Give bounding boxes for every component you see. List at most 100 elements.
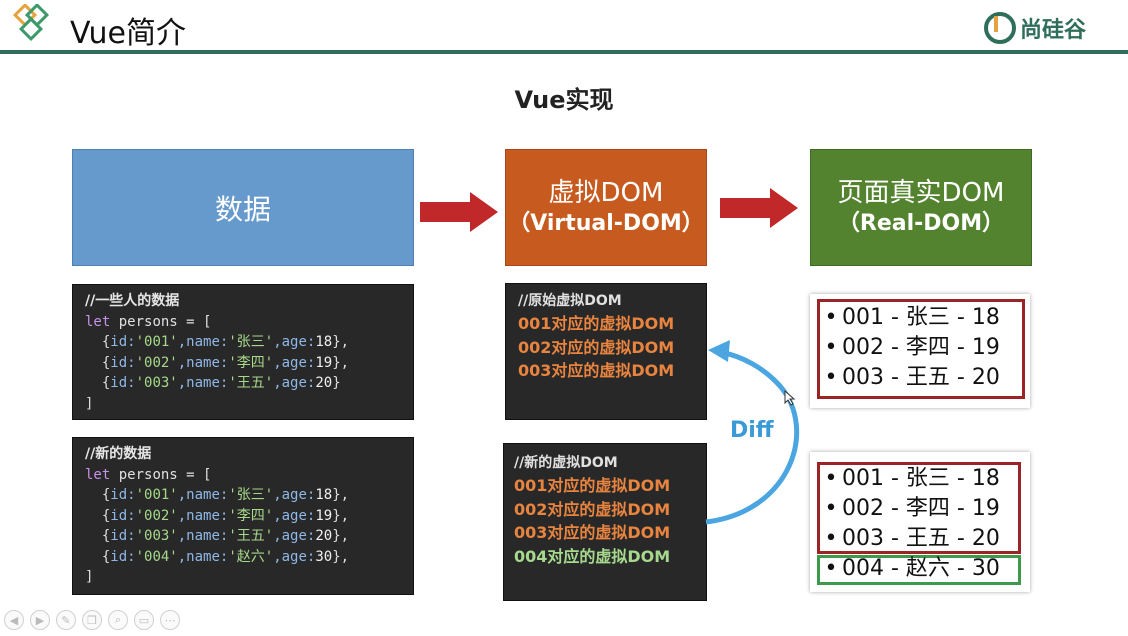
code-string: '李四' — [228, 507, 274, 524]
more-icon[interactable]: ⋯ — [160, 610, 180, 630]
code-number: 18 — [315, 334, 333, 350]
code-brace: }, — [332, 548, 350, 565]
code-variable: persons — [118, 466, 178, 483]
code-string: '003' — [135, 375, 178, 391]
list-item: •003 - 王五 - 20 — [820, 363, 1000, 393]
code-comment: //新的数据 — [85, 446, 152, 462]
code-key: ,age: — [273, 375, 316, 391]
code-key: id: — [110, 487, 136, 503]
original-list-frame — [817, 299, 1025, 399]
code-comment: //一些人的数据 — [85, 293, 180, 309]
vdom-item: 001对应的虚拟DOM — [514, 476, 671, 495]
code-brace: { — [101, 548, 111, 565]
diff-arrow-icon — [705, 340, 800, 525]
virtual-dom-original-block: //原始虚拟DOM 001对应的虚拟DOM 002对应的虚拟DOM 003对应的… — [505, 283, 707, 420]
code-string: '王五' — [228, 375, 274, 391]
code-operator: = [ — [177, 313, 212, 330]
diff-label: Diff — [730, 418, 774, 443]
vdom-item: 002对应的虚拟DOM — [514, 499, 671, 519]
code-number: 19 — [315, 507, 333, 524]
code-brace: { — [101, 507, 111, 524]
bullet: • — [824, 526, 838, 551]
cursor-icon — [784, 390, 796, 406]
virtual-dom-new-block: //新的虚拟DOM 001对应的虚拟DOM 002对应的虚拟DOM 003对应的… — [503, 443, 707, 601]
bullet: • — [824, 305, 838, 330]
arrow-right-icon — [720, 188, 798, 228]
code-brace: }, — [332, 334, 350, 350]
next-icon[interactable]: ▶ — [30, 610, 50, 630]
code-key: id: — [110, 507, 136, 524]
code-string: '赵六' — [228, 548, 274, 565]
bullet: • — [824, 365, 838, 390]
zoom-icon[interactable]: ⌕ — [108, 610, 128, 630]
data-box: 数据 — [72, 149, 414, 266]
vdom-item-new: 004对应的虚拟DOM — [514, 546, 671, 566]
virtual-dom-title: 虚拟DOM — [548, 177, 664, 208]
vdom-item: 003对应的虚拟DOM — [518, 361, 675, 380]
bullet: • — [824, 466, 838, 491]
list-item-text: 003 - 王五 - 20 — [842, 365, 1000, 390]
code-brace: { — [101, 334, 111, 350]
section-title: Vue实现 — [514, 86, 614, 114]
real-dom-panel-updated: •001 - 张三 - 18 •002 - 李四 - 19 •003 - 王五 … — [810, 452, 1030, 592]
code-brace: } — [332, 375, 341, 391]
code-string: '张三' — [228, 487, 274, 503]
code-brace: }, — [332, 528, 350, 544]
list-item: •003 - 王五 - 20 — [820, 524, 1000, 554]
code-keyword: let — [85, 313, 111, 330]
code-number: 30 — [315, 548, 333, 565]
code-string: '003' — [135, 528, 178, 544]
code-string: '王五' — [228, 528, 274, 544]
code-close: ] — [85, 395, 94, 412]
code-operator: = [ — [177, 466, 212, 483]
vdom-comment: //原始虚拟DOM — [518, 293, 622, 309]
code-key: ,name: — [177, 507, 229, 524]
code-key: ,name: — [177, 528, 229, 544]
added-item-frame — [817, 555, 1021, 585]
code-brace: }, — [332, 487, 350, 503]
code-brace: { — [101, 375, 111, 391]
reused-list-frame — [817, 462, 1021, 554]
brand-name: 尚硅谷 — [1020, 18, 1087, 43]
code-string: '002' — [135, 354, 178, 371]
bullet: • — [824, 556, 838, 581]
code-brace: }, — [332, 507, 350, 524]
code-key: id: — [110, 528, 136, 544]
code-key: ,age: — [273, 528, 316, 544]
code-key: id: — [110, 548, 136, 565]
code-string: '001' — [135, 487, 178, 503]
vdom-item: 002对应的虚拟DOM — [518, 337, 675, 357]
presentation-toolbar: ◀ ▶ ✎ ❐ ⌕ ▭ ⋯ — [4, 610, 180, 632]
real-dom-title: 页面真实DOM — [837, 177, 1005, 208]
virtual-dom-subtitle: （Virtual-DOM） — [508, 210, 704, 236]
vdom-item: 001对应的虚拟DOM — [518, 314, 675, 333]
pen-icon[interactable]: ✎ — [56, 610, 76, 630]
list-item: •002 - 李四 - 19 — [820, 333, 1000, 363]
code-key: ,age: — [273, 507, 316, 524]
real-dom-panel-original: •001 - 张三 - 18 •002 - 李四 - 19 •003 - 王五 … — [810, 294, 1030, 408]
code-brace: { — [101, 354, 111, 371]
code-number: 20 — [315, 375, 333, 391]
code-string: '李四' — [228, 354, 274, 371]
page-title: Vue简介 — [70, 16, 186, 51]
bullet: • — [824, 335, 838, 360]
code-key: id: — [110, 375, 136, 391]
copy-icon[interactable]: ❐ — [82, 610, 102, 630]
code-number: 20 — [315, 528, 333, 544]
code-key: ,name: — [177, 354, 229, 371]
code-number: 19 — [315, 354, 333, 371]
list-item-text: 001 - 张三 - 18 — [842, 305, 1000, 330]
brand-logo-icon — [984, 12, 1016, 44]
code-brace: }, — [332, 354, 350, 371]
prev-icon[interactable]: ◀ — [4, 610, 24, 630]
code-string: '001' — [135, 334, 178, 350]
code-string: '004' — [135, 548, 178, 565]
vdom-item: 003对应的虚拟DOM — [514, 523, 671, 542]
bullet: • — [824, 496, 838, 521]
screen-icon[interactable]: ▭ — [134, 610, 154, 630]
data-box-label: 数据 — [214, 192, 271, 226]
code-block-new-data: //新的数据 let persons = [ {id:'001',name:'张… — [72, 437, 414, 595]
code-close: ] — [85, 569, 94, 585]
code-key: ,name: — [177, 375, 229, 391]
code-string: '张三' — [228, 334, 274, 350]
